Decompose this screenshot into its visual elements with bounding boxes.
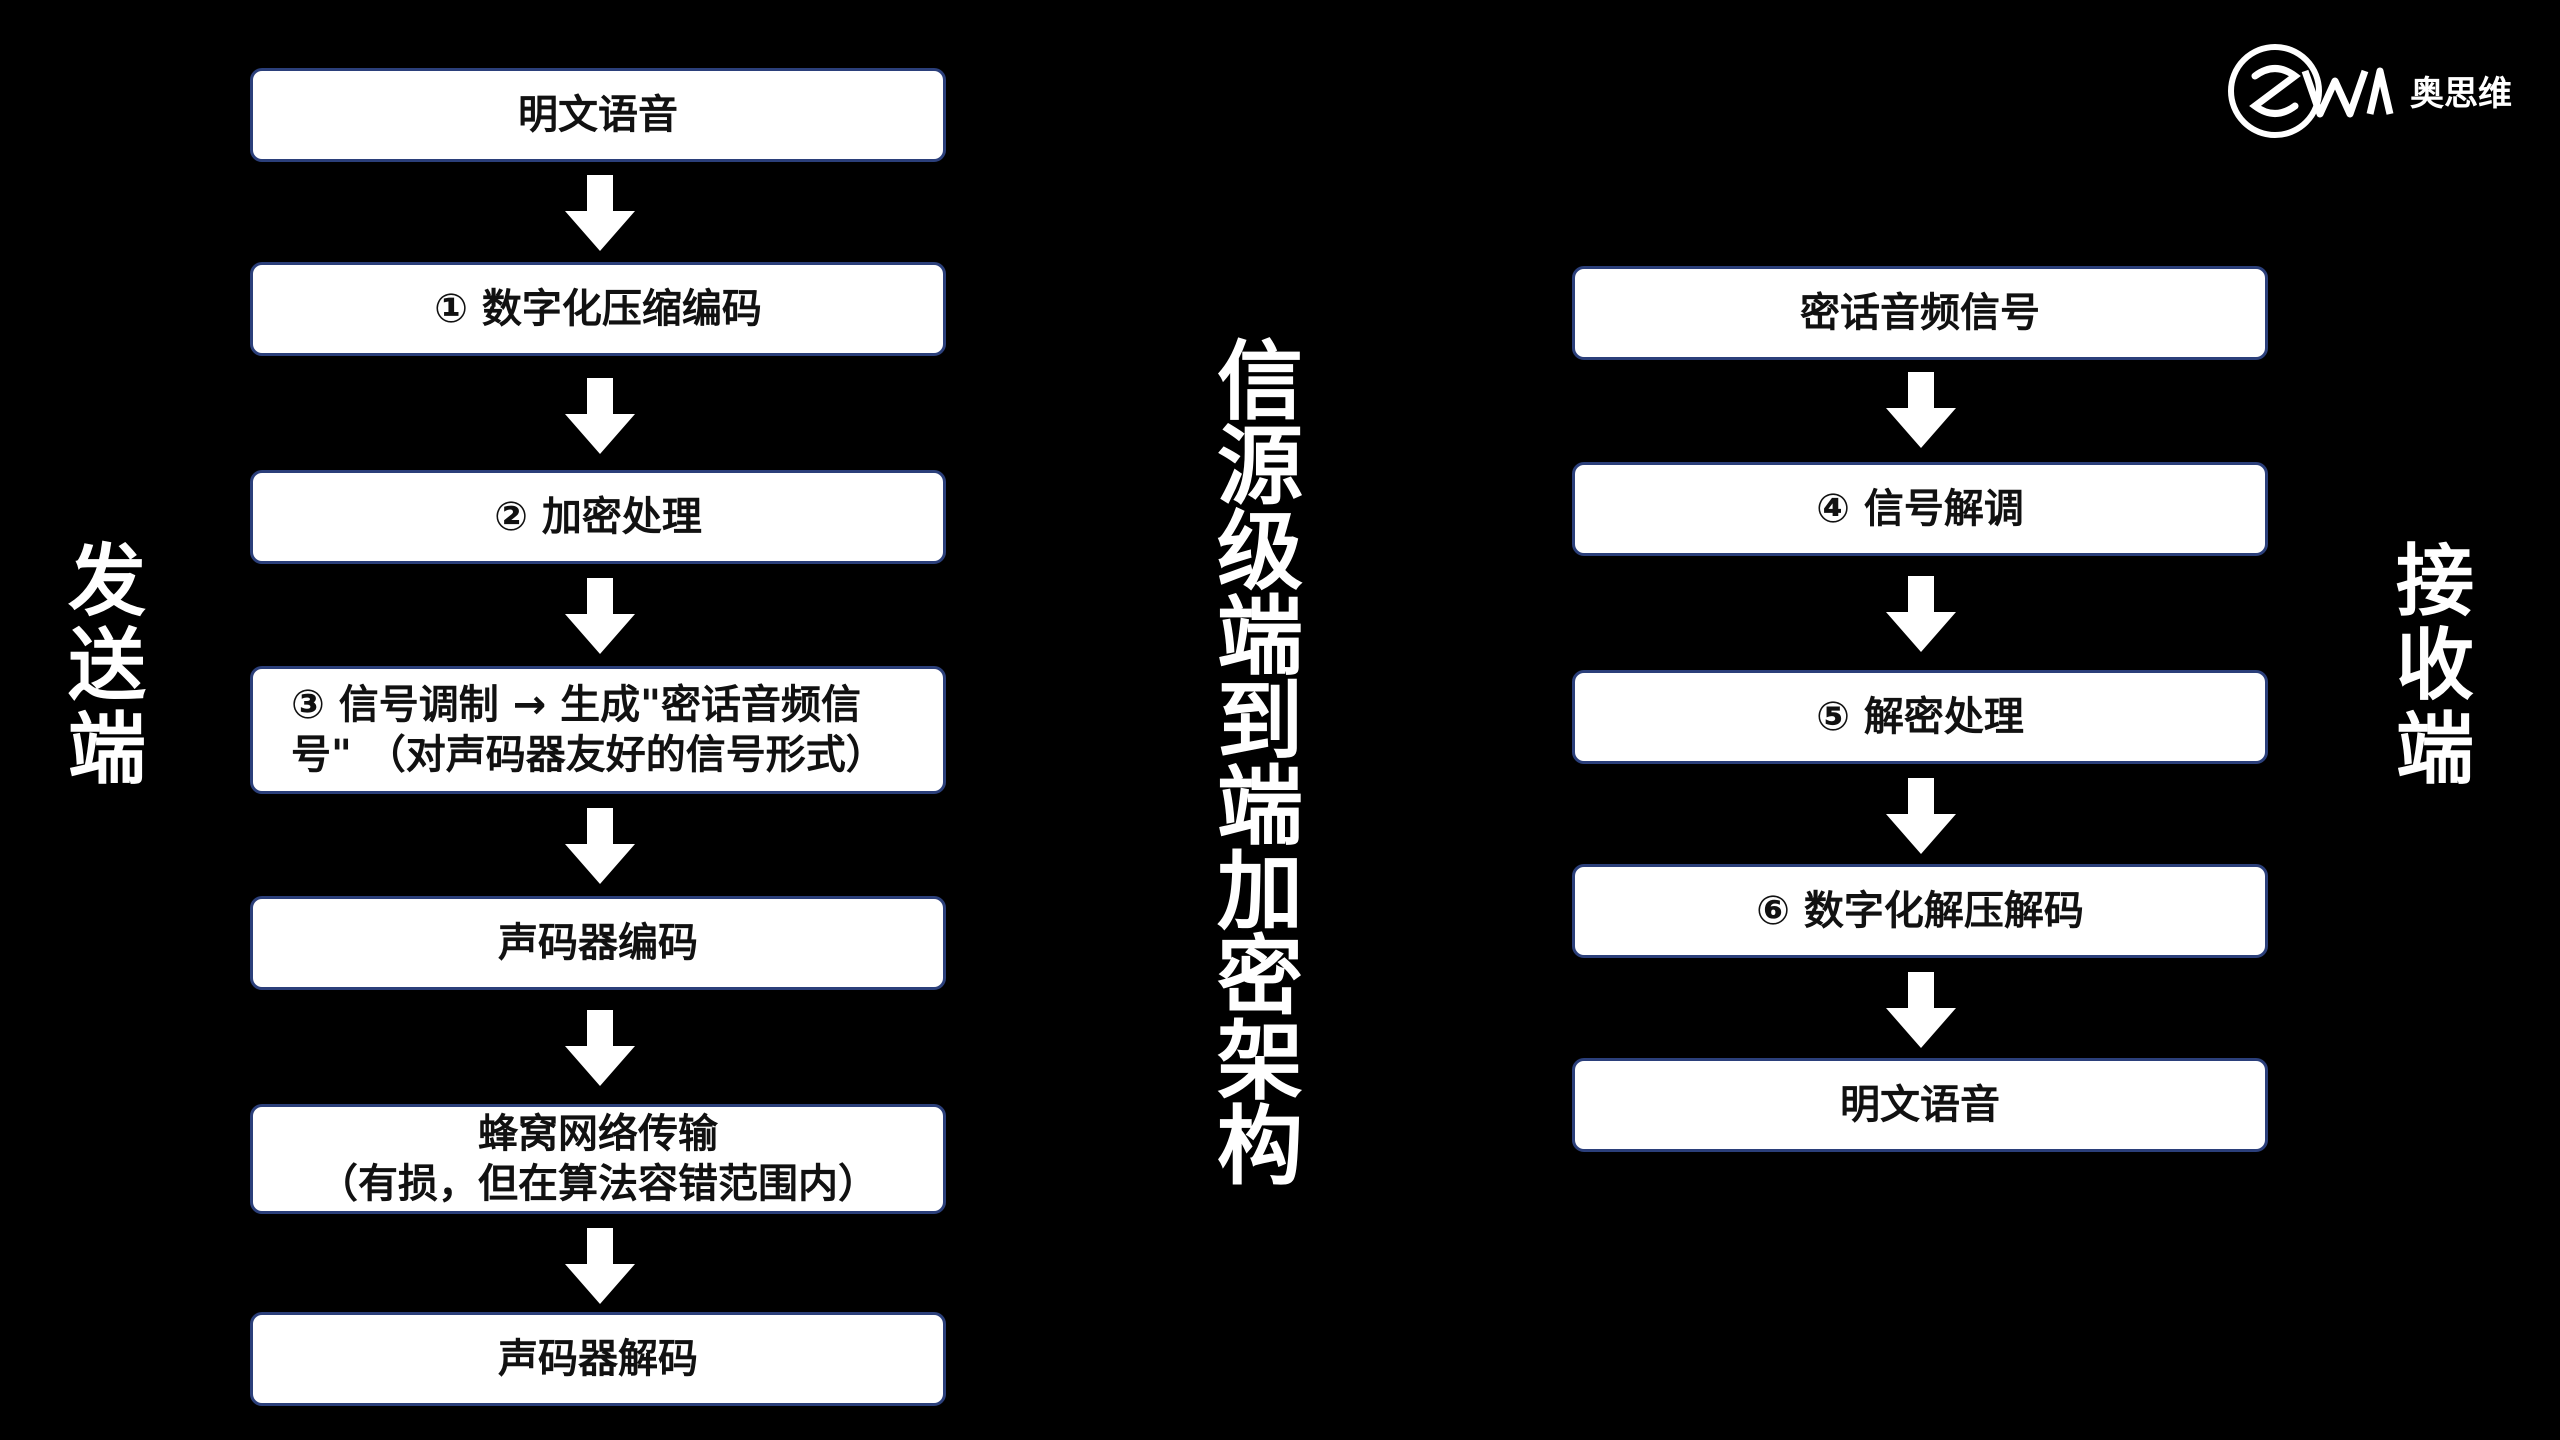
down-arrow-icon [565,808,635,884]
receiver-step-cipher-audio: 密话音频信号 [1572,266,2268,360]
logo-mark-icon [2228,44,2394,138]
receiver-step-decrypt: ⑤ 解密处理 [1572,670,2268,764]
sender-step-plain-voice: 明文语音 [250,68,946,162]
down-arrow-icon [565,1228,635,1304]
down-arrow-icon [565,578,635,654]
sender-step-encrypt: ② 加密处理 [250,470,946,564]
receiver-step-demodulate: ④ 信号解调 [1572,462,2268,556]
brand-logo: 奥思维 [2225,36,2525,146]
sender-step-vocoder-encode: 声码器编码 [250,896,946,990]
down-arrow-icon [1886,372,1956,448]
diagram-title: 信源级端到端加密架构 [1217,332,1303,1197]
down-arrow-icon [565,175,635,251]
receiver-step-plain-voice: 明文语音 [1572,1058,2268,1152]
down-arrow-icon [565,1010,635,1086]
sender-step-cellular-transmission: 蜂窝网络传输 （有损，但在算法容错范围内） [250,1104,946,1214]
sender-label: 发送端 [67,537,146,795]
receiver-label: 接收端 [2395,537,2474,795]
sender-step-vocoder-decode: 声码器解码 [250,1312,946,1406]
logo-text: 奥思维 [2410,74,2512,114]
down-arrow-icon [1886,778,1956,854]
down-arrow-icon [1886,576,1956,652]
sender-step-modulate: ③ 信号调制 → 生成"密话音频信 号" （对声码器友好的信号形式） [250,666,946,794]
sender-step-compress-encode: ① 数字化压缩编码 [250,262,946,356]
receiver-step-decompress-decode: ⑥ 数字化解压解码 [1572,864,2268,958]
down-arrow-icon [1886,972,1956,1048]
down-arrow-icon [565,378,635,454]
